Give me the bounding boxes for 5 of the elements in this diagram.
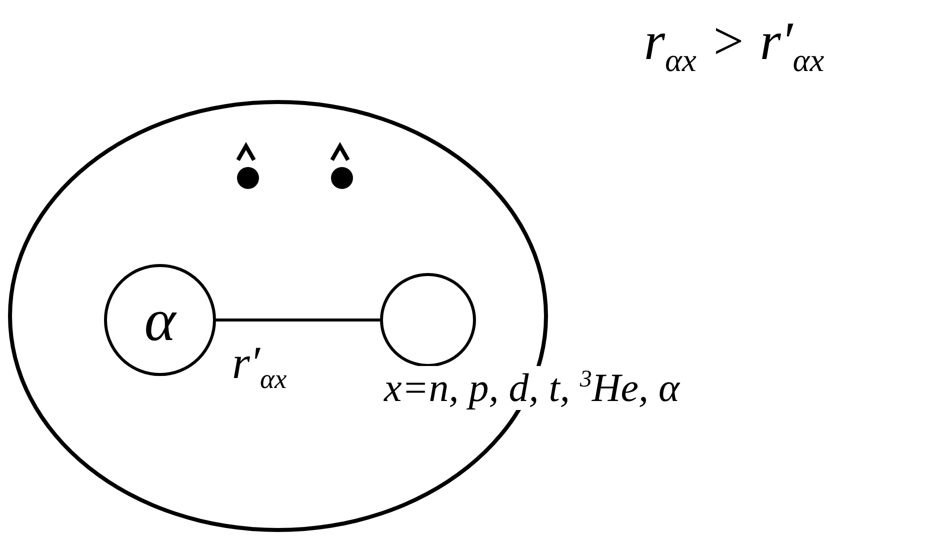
formula-label: r$_{αx}$ > r′$_{αx}$ (643, 12, 826, 80)
formula-label: r′$_{αx}$ (231, 338, 288, 395)
particle-circle (104, 264, 216, 376)
connecting-line (216, 318, 380, 322)
particle-symbol: α (144, 290, 176, 350)
